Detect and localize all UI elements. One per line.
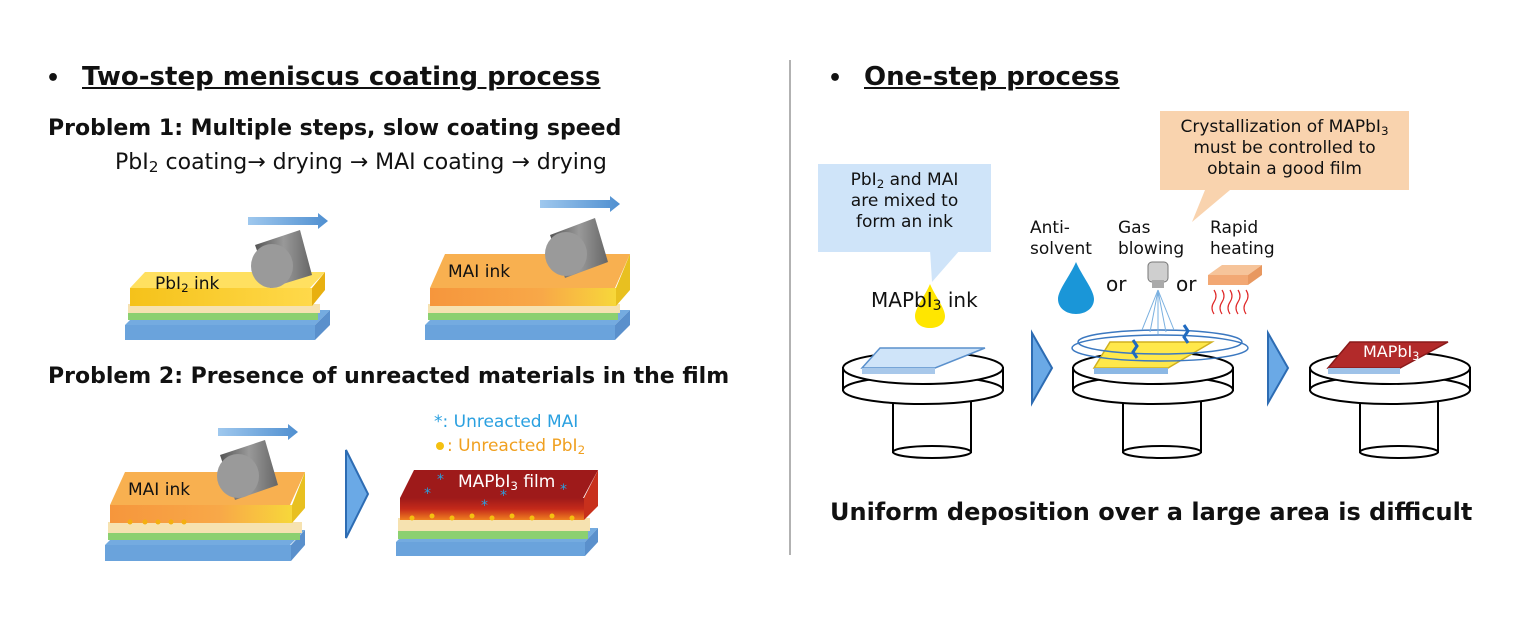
callout-ink-l1-sub: 2 xyxy=(876,177,885,191)
label-pbi2-ink: PbI2 ink xyxy=(155,274,219,294)
label-anti-solvent: Anti- solvent xyxy=(1030,218,1092,260)
label-mai-ink: MAI ink xyxy=(448,262,511,282)
svg-text:*: * xyxy=(560,482,567,498)
svg-text:*: * xyxy=(481,498,488,514)
label-mapbi3-ink: MAPbI3 ink xyxy=(871,288,978,314)
problem-1: Problem 1: Multiple steps, slow coating … xyxy=(48,116,622,141)
legend-pbi2-text: : Unreacted PbI xyxy=(447,436,578,456)
callout-ink-l1-prefix: PbI xyxy=(850,170,877,190)
final-label-sub: 3 xyxy=(1412,350,1420,363)
process-arrow-3 xyxy=(1267,329,1290,407)
callout-ink-tail xyxy=(930,250,960,282)
callout-ink: PbI2 and MAI are mixed to form an ink xyxy=(818,164,991,252)
callout-crystallization: Crystallization of MAPbI3 must be contro… xyxy=(1160,111,1409,190)
gas-nozzle-icon xyxy=(1141,261,1175,334)
label-film-rest: film xyxy=(517,472,556,492)
label-rapid-heating: Rapid heating xyxy=(1210,218,1275,260)
label-or-2: or xyxy=(1176,272,1197,296)
roller-2 xyxy=(540,196,620,278)
unreacted-mai-marks: * * * * * xyxy=(424,472,567,514)
substrate-pbi2-ink xyxy=(125,272,330,340)
svg-text:*: * xyxy=(437,472,444,488)
unreacted-pbi2-dots-2 xyxy=(409,513,575,521)
substrate-mai-ink xyxy=(425,254,630,340)
label-gas-blowing: Gas blowing xyxy=(1118,218,1184,260)
label-mai-ink-2: MAI ink xyxy=(128,480,191,500)
roller-1 xyxy=(248,213,328,288)
spin-coater-2 xyxy=(1071,324,1249,459)
gas-blowing-line1: Gas xyxy=(1118,218,1151,238)
left-heading: Two-step meniscus coating process xyxy=(82,62,601,92)
step-mai: MAI coating xyxy=(368,150,512,175)
svg-text:*: * xyxy=(424,486,431,502)
heater-icon xyxy=(1208,265,1262,315)
anti-solvent-line2: solvent xyxy=(1030,239,1092,259)
step-pbi2-sub: 2 xyxy=(148,158,159,176)
ink-droplet xyxy=(915,284,945,328)
callout-cryst-tail xyxy=(1192,190,1230,222)
roller-3 xyxy=(217,424,298,500)
substrate-mai-ink-2 xyxy=(105,472,305,561)
label-pbi2-ink-sub: 2 xyxy=(181,281,189,295)
rapid-heating-line2: heating xyxy=(1210,239,1275,259)
ink-label-prefix: MAPbI xyxy=(871,288,933,312)
callout-ink-line1: PbI2 and MAI xyxy=(818,170,991,191)
label-mapbi3-film: MAPbI3 film xyxy=(458,472,555,492)
process-arrow-1 xyxy=(345,449,370,539)
step-drying: drying xyxy=(265,150,350,175)
legend-mai-symbol: * xyxy=(434,412,443,432)
gas-blowing-line2: blowing xyxy=(1118,239,1185,259)
callout-cryst-line3: obtain a good film xyxy=(1207,159,1362,179)
spin-lines xyxy=(1071,329,1249,362)
spin-coater-1 xyxy=(842,347,1004,459)
arrows-down xyxy=(1131,324,1190,359)
ink-label-sub: 3 xyxy=(932,298,942,314)
left-bullet: • xyxy=(46,66,61,91)
conclusion: Uniform deposition over a large area is … xyxy=(830,498,1473,526)
legend-mai-text: : Unreacted MAI xyxy=(442,412,579,432)
water-drop-icon xyxy=(1058,262,1094,314)
step-pbi2: PbI xyxy=(115,150,149,175)
callout-ink-l1-rest: and MAI xyxy=(884,170,959,190)
process-arrow-2 xyxy=(1031,329,1054,407)
step-pbi2-rest: coating xyxy=(158,150,248,175)
anti-solvent-line1: Anti- xyxy=(1030,218,1070,238)
label-film-prefix: MAPbI xyxy=(458,472,511,492)
label-pbi2-ink-rest: ink xyxy=(188,274,220,294)
callout-cryst-l1-sub: 3 xyxy=(1380,124,1389,138)
mapbi3-film-block: * * * * * xyxy=(396,470,598,556)
rapid-heating-line1: Rapid xyxy=(1210,218,1259,238)
process-steps: PbI2 coating→ drying → MAI coating → dry… xyxy=(115,150,607,175)
callout-ink-line3: form an ink xyxy=(856,212,953,232)
legend-pbi2-sub: 2 xyxy=(577,443,586,457)
step-arrow-3: → xyxy=(511,150,530,175)
label-film-sub: 3 xyxy=(510,479,518,493)
legend-unreacted-mai: *: Unreacted MAI xyxy=(434,412,578,432)
label-final-film: MAPbI3 xyxy=(1363,342,1420,363)
label-or-1: or xyxy=(1106,272,1127,296)
callout-ink-line2: are mixed to xyxy=(850,191,959,211)
callout-cryst-line1: Crystallization of MAPbI3 xyxy=(1160,117,1409,138)
unreacted-pbi2-dots-1 xyxy=(127,519,187,525)
step-arrow: → xyxy=(247,150,266,175)
spin-coater-3 xyxy=(1309,341,1471,459)
callout-cryst-l1-prefix: Crystallization of MAPbI xyxy=(1180,117,1381,137)
label-pbi2-ink-prefix: PbI xyxy=(155,274,182,294)
right-heading: One-step process xyxy=(864,62,1120,92)
ink-label-rest: ink xyxy=(941,288,978,312)
step-drying-2: drying xyxy=(529,150,607,175)
problem-2: Problem 2: Presence of unreacted materia… xyxy=(48,364,730,389)
step-arrow-2: → xyxy=(349,150,369,175)
callout-cryst-line2: must be controlled to xyxy=(1193,138,1376,158)
legend-pbi2-dot xyxy=(436,442,444,450)
right-bullet: • xyxy=(828,66,843,91)
final-label-prefix: MAPbI xyxy=(1363,342,1413,361)
legend-unreacted-pbi2: : Unreacted PbI2 xyxy=(447,436,585,456)
svg-text:*: * xyxy=(500,488,507,504)
